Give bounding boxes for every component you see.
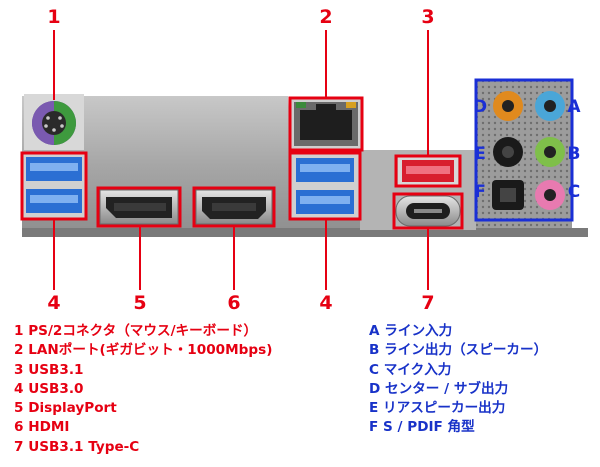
legend-item-usb31: 3 USB3.1	[14, 361, 84, 378]
audio-letter-f: F	[474, 182, 486, 202]
leader-lines	[53, 30, 429, 290]
audio-frame	[474, 78, 574, 222]
audio-letter-e: E	[474, 144, 486, 164]
legend-item-spdif: F S / PDIF 角型	[369, 419, 475, 436]
legend-item-ps2: 1 PS/2コネクタ（マウス/キーボード）	[14, 323, 258, 339]
audio-jacks	[492, 91, 565, 210]
legend-item-hdmi: 6 HDMI	[14, 419, 70, 436]
callout-5: 5	[133, 292, 147, 314]
legend-item-lan: 2 LANポート(ギガビット・1000Mbps)	[14, 342, 273, 359]
usb31-port	[398, 156, 458, 186]
callout-4-left: 4	[47, 292, 61, 314]
callout-2: 2	[319, 6, 333, 28]
legend-item-mic: C マイク入力	[369, 361, 452, 378]
legend-item-typec: 7 USB3.1 Type-C	[14, 438, 140, 455]
legend-item-line-in: A ライン入力	[369, 323, 453, 339]
legend-item-center-sub: D センター / サブ出力	[369, 380, 509, 397]
usb30-port-right	[290, 153, 360, 219]
callout-7: 7	[421, 292, 435, 314]
callout-4-right: 4	[319, 292, 333, 314]
legend-ports: 1 PS/2コネクタ（マウス/キーボード） 2 LANポート(ギガビット・100…	[14, 322, 272, 457]
callout-6: 6	[227, 292, 241, 314]
usb30-port-left	[22, 153, 86, 219]
callout-1: 1	[47, 6, 61, 28]
audio-letter-c: C	[567, 182, 581, 202]
audio-letter-a: A	[567, 97, 581, 117]
legend-item-displayport: 5 DisplayPort	[14, 400, 117, 417]
callout-3: 3	[421, 6, 435, 28]
legend-item-line-out: B ライン出力（スピーカー）	[369, 342, 548, 359]
audio-letter-b: B	[567, 144, 581, 164]
legend-item-rear: E リアスピーカー出力	[369, 400, 506, 417]
usb31-typec-port	[395, 195, 461, 227]
audio-letter-d: D	[472, 97, 488, 117]
legend-item-usb30: 4 USB3.0	[14, 380, 84, 397]
displayport-port	[99, 189, 179, 225]
ps2-port	[24, 94, 84, 150]
legend-audio: A ライン入力 B ライン出力（スピーカー） C マイク入力 D センター / …	[369, 322, 547, 438]
hdmi-port	[195, 189, 273, 225]
lan-port	[290, 98, 362, 150]
